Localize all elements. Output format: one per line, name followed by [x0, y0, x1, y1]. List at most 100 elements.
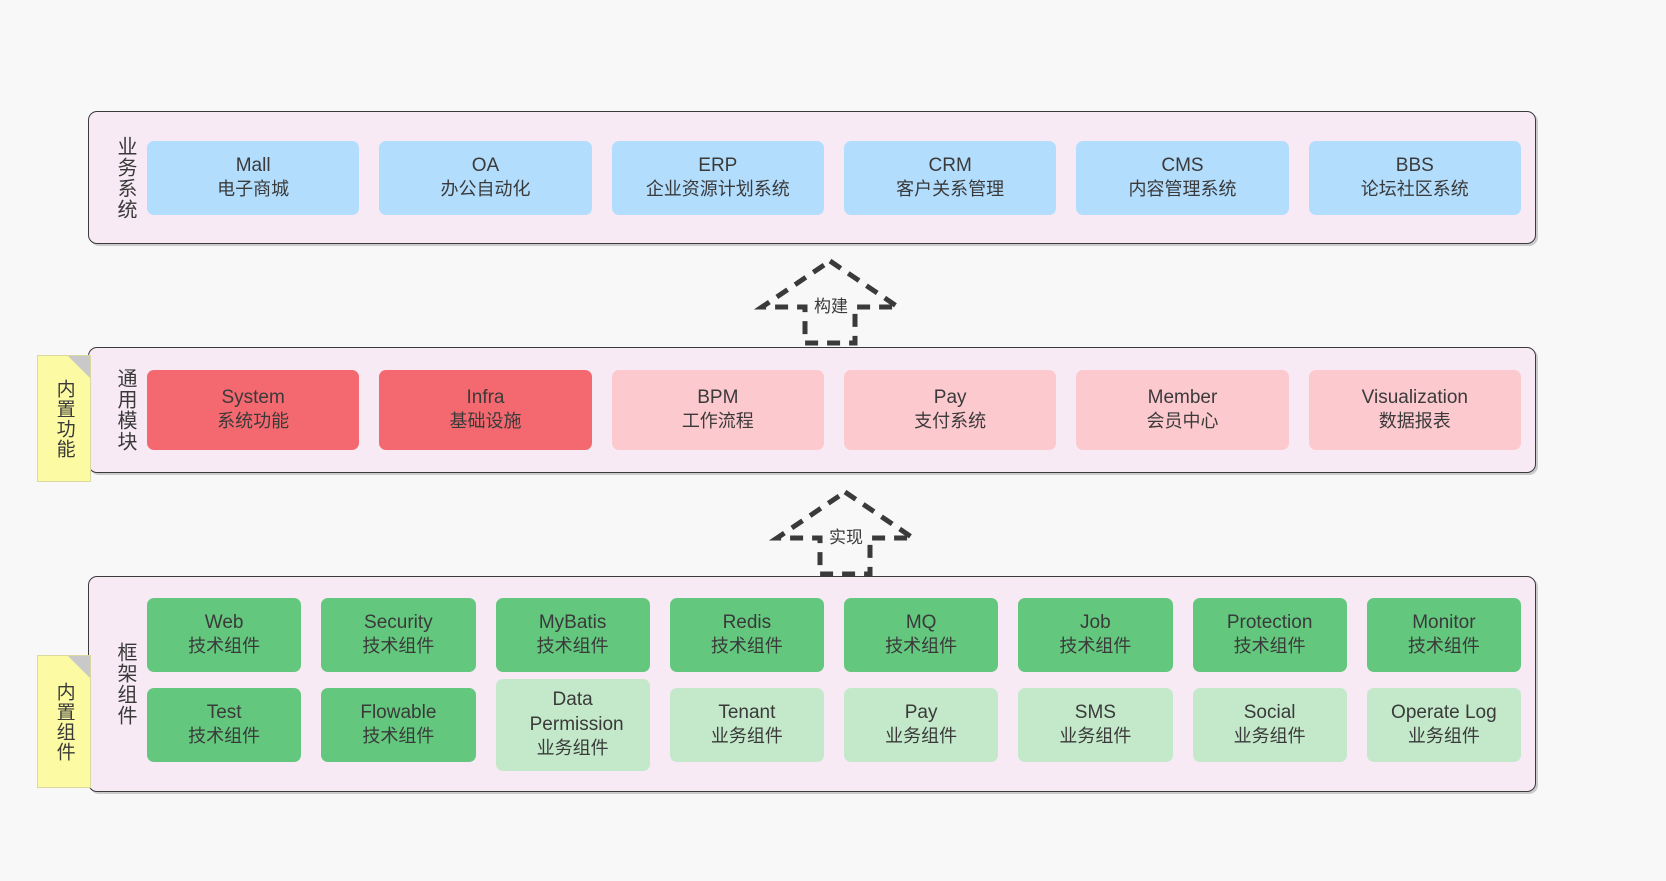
node-erp[interactable]: ERP 企业资源计划系统: [611, 140, 824, 215]
layer-title-framework-components: 框架组件: [114, 642, 136, 726]
layer-common-modules: 通用模块 System 系统功能 Infra 基础设施 BPM 工作流程 Pay…: [88, 347, 1536, 473]
node-title: Web: [204, 611, 244, 633]
connector-implement-label: 实现: [829, 528, 863, 547]
note-built-in-features: 内置功能: [37, 355, 91, 482]
node-title: OA: [471, 154, 500, 176]
node-title: Monitor: [1412, 611, 1476, 633]
node-title: CRM: [928, 154, 972, 176]
layer-body-framework-components: Web 技术组件 Security 技术组件 MyBatis 技术组件 Redi…: [141, 577, 1535, 791]
node-title: ERP: [698, 154, 738, 176]
node-title: Redis: [722, 611, 772, 633]
node-operate-log[interactable]: Operate Log 业务组件: [1366, 687, 1521, 762]
node-subtitle: 业务组件: [1407, 725, 1480, 746]
node-job[interactable]: Job 技术组件: [1018, 597, 1173, 672]
node-title: Infra: [466, 387, 505, 409]
node-title: Job: [1080, 611, 1111, 633]
node-title: System: [221, 387, 285, 409]
node-mall[interactable]: Mall 电子商城: [147, 140, 360, 215]
node-system[interactable]: System 系统功能: [147, 370, 360, 450]
node-title: MyBatis: [538, 611, 607, 633]
note-label: 内置功能: [53, 378, 75, 459]
node-cms[interactable]: CMS 内容管理系统: [1076, 140, 1289, 215]
node-infra[interactable]: Infra 基础设施: [379, 370, 592, 450]
node-subtitle: 办公自动化: [440, 178, 531, 199]
node-test[interactable]: Test 技术组件: [147, 687, 302, 762]
connector-build-label: 构建: [814, 297, 848, 316]
node-title: SMS: [1074, 701, 1116, 723]
note-built-in-components: 内置组件: [37, 655, 91, 788]
node-title: MQ: [905, 611, 937, 633]
build-arrow-icon: [753, 257, 907, 346]
node-subtitle: 业务组件: [710, 725, 783, 746]
node-web[interactable]: Web 技术组件: [147, 597, 302, 672]
node-pay-module[interactable]: Pay 支付系统: [843, 370, 1057, 450]
layer-title-business-systems: 业务系统: [114, 135, 136, 220]
node-title: BPM: [697, 387, 739, 409]
node-data-permission[interactable]: Data Permission 业务组件: [495, 678, 650, 771]
node-subtitle: 电子商城: [217, 178, 290, 199]
node-subtitle: 技术组件: [188, 635, 261, 656]
node-subtitle: 业务组件: [885, 725, 958, 746]
node-subtitle: 系统功能: [217, 411, 290, 432]
node-tenant[interactable]: Tenant 业务组件: [669, 687, 824, 762]
node-title: Security: [364, 611, 433, 633]
node-flowable[interactable]: Flowable 技术组件: [321, 687, 476, 762]
node-title: Mall: [235, 154, 271, 176]
node-monitor[interactable]: Monitor 技术组件: [1366, 597, 1521, 672]
node-subtitle: 内容管理系统: [1128, 178, 1237, 199]
node-sms[interactable]: SMS 业务组件: [1018, 687, 1173, 762]
layer-body-common-modules: System 系统功能 Infra 基础设施 BPM 工作流程 Pay 支付系统…: [141, 348, 1535, 472]
node-subtitle: 业务组件: [1059, 725, 1132, 746]
layer-body-business-systems: Mall 电子商城 OA 办公自动化 ERP 企业资源计划系统 CRM 客户关系…: [141, 112, 1535, 243]
node-subtitle: 论坛社区系统: [1360, 178, 1469, 199]
node-redis[interactable]: Redis 技术组件: [669, 597, 824, 672]
note-fold-corner: [68, 656, 90, 678]
node-title: Protection: [1226, 611, 1313, 633]
node-subtitle: 技术组件: [885, 635, 958, 656]
node-subtitle: 企业资源计划系统: [645, 178, 790, 199]
node-title: CMS: [1161, 154, 1204, 176]
node-subtitle: 工作流程: [681, 411, 754, 432]
component-row-tech: Web 技术组件 Security 技术组件 MyBatis 技术组件 Redi…: [147, 597, 1521, 672]
node-security[interactable]: Security 技术组件: [321, 597, 476, 672]
node-mq[interactable]: MQ 技术组件: [844, 597, 999, 672]
node-subtitle: 支付系统: [914, 411, 987, 432]
connector-implement-arrow: 实现: [765, 486, 925, 578]
node-subtitle: 技术组件: [710, 635, 783, 656]
node-mybatis[interactable]: MyBatis 技术组件: [495, 597, 650, 672]
node-visualization[interactable]: Visualization 数据报表: [1308, 370, 1521, 450]
note-label: 内置组件: [53, 681, 75, 762]
node-title: Data Permission: [529, 689, 624, 735]
connector-build-arrow: 构建: [750, 255, 910, 347]
layer-framework-components: 框架组件 Web 技术组件 Security 技术组件 MyBatis 技术组件…: [88, 576, 1536, 792]
layer-title-common-modules: 通用模块: [114, 368, 136, 452]
layer-business-systems: 业务系统 Mall 电子商城 OA 办公自动化 ERP 企业资源计划系统 CRM…: [88, 111, 1536, 244]
component-row-business: Test 技术组件 Flowable 技术组件 Data Permission …: [147, 678, 1521, 771]
node-protection[interactable]: Protection 技术组件: [1192, 597, 1347, 672]
node-subtitle: 技术组件: [1407, 635, 1480, 656]
node-title: Test: [206, 701, 242, 723]
node-subtitle: 技术组件: [362, 635, 435, 656]
node-title: Operate Log: [1391, 701, 1497, 723]
node-social[interactable]: Social 业务组件: [1192, 687, 1347, 762]
node-subtitle: 数据报表: [1378, 411, 1451, 432]
node-title: BBS: [1395, 154, 1434, 176]
node-title: Member: [1147, 387, 1218, 409]
node-subtitle: 客户关系管理: [896, 178, 1005, 199]
node-bpm[interactable]: BPM 工作流程: [611, 370, 824, 450]
node-subtitle: 技术组件: [1233, 635, 1306, 656]
node-bbs[interactable]: BBS 论坛社区系统: [1308, 140, 1521, 215]
node-crm[interactable]: CRM 客户关系管理: [843, 140, 1057, 215]
implement-arrow-icon: [768, 488, 922, 577]
node-subtitle: 技术组件: [1059, 635, 1132, 656]
node-pay-component[interactable]: Pay 业务组件: [844, 687, 999, 762]
node-title: Flowable: [360, 701, 437, 723]
node-title: Visualization: [1361, 387, 1468, 409]
node-oa[interactable]: OA 办公自动化: [379, 140, 592, 215]
node-subtitle: 技术组件: [188, 725, 261, 746]
node-subtitle: 业务组件: [1233, 725, 1306, 746]
node-subtitle: 技术组件: [536, 635, 609, 656]
node-subtitle: 技术组件: [362, 725, 435, 746]
node-member[interactable]: Member 会员中心: [1076, 370, 1289, 450]
